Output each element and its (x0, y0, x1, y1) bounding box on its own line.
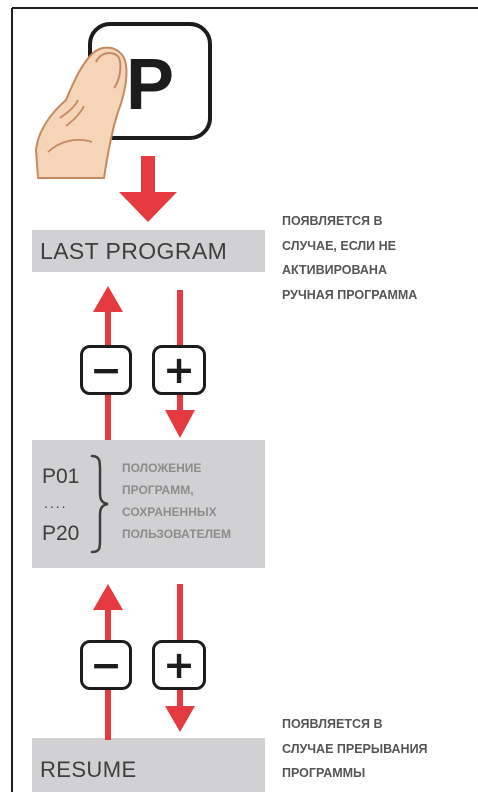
resume-box: RESUME (32, 738, 265, 792)
note-line: ПОЛОЖЕНИЕ (122, 461, 202, 475)
program-last-label: P20 (42, 522, 80, 545)
note-line: ПОЯВЛЯЕТСЯ В (282, 717, 383, 731)
note-line: ПРОГРАММ, (122, 483, 194, 497)
note-line: СЛУЧАЕ, ЕСЛИ НЕ (282, 238, 397, 253)
program-first-label: P01 (42, 465, 80, 488)
thumb-line (47, 139, 93, 153)
note-line: ПОЯВЛЯЕТСЯ В (282, 214, 383, 228)
note-line: АКТИВИРОВАНА (282, 263, 387, 277)
program-range-separator: .... (44, 495, 68, 511)
press-arrow-down-icon (119, 156, 177, 222)
knuckle-line (65, 105, 85, 127)
user-programs-box: P01 .... P20 ПОЛОЖЕНИЕ ПРОГРАММ, СОХРАНЕ… (32, 440, 265, 568)
last-program-label: LAST PROGRAM (40, 238, 228, 264)
last-program-note: ПОЯВЛЯЕТСЯ В СЛУЧАЕ, ЕСЛИ НЕ АКТИВИРОВАН… (282, 209, 417, 307)
resume-note: ПОЯВЛЯЕТСЯ В СЛУЧАЕ ПРЕРЫВАНИЯ ПРОГРАММЫ (282, 712, 428, 786)
knuckle-line (59, 99, 79, 119)
note-line: РУЧНАЯ ПРОГРАММА (282, 287, 418, 302)
last-program-box: LAST PROGRAM (32, 230, 265, 272)
plus-button: + (152, 345, 206, 395)
p-key-button: P (88, 22, 212, 140)
note-line: ПРОГРАММЫ (282, 766, 366, 780)
note-line: СОХРАНЕННЫХ (122, 505, 217, 519)
minus-button: − (80, 640, 132, 690)
note-line: ПОЛЬЗОВАТЕЛЕМ (122, 527, 231, 541)
user-programs-note: ПОЛОЖЕНИЕ ПРОГРАММ, СОХРАНЕННЫХ ПОЛЬЗОВА… (122, 457, 231, 545)
minus-button: − (80, 345, 132, 395)
plus-button: + (152, 640, 206, 690)
note-line: СЛУЧАЕ ПРЕРЫВАНИЯ (282, 741, 428, 756)
resume-label: RESUME (40, 757, 137, 782)
